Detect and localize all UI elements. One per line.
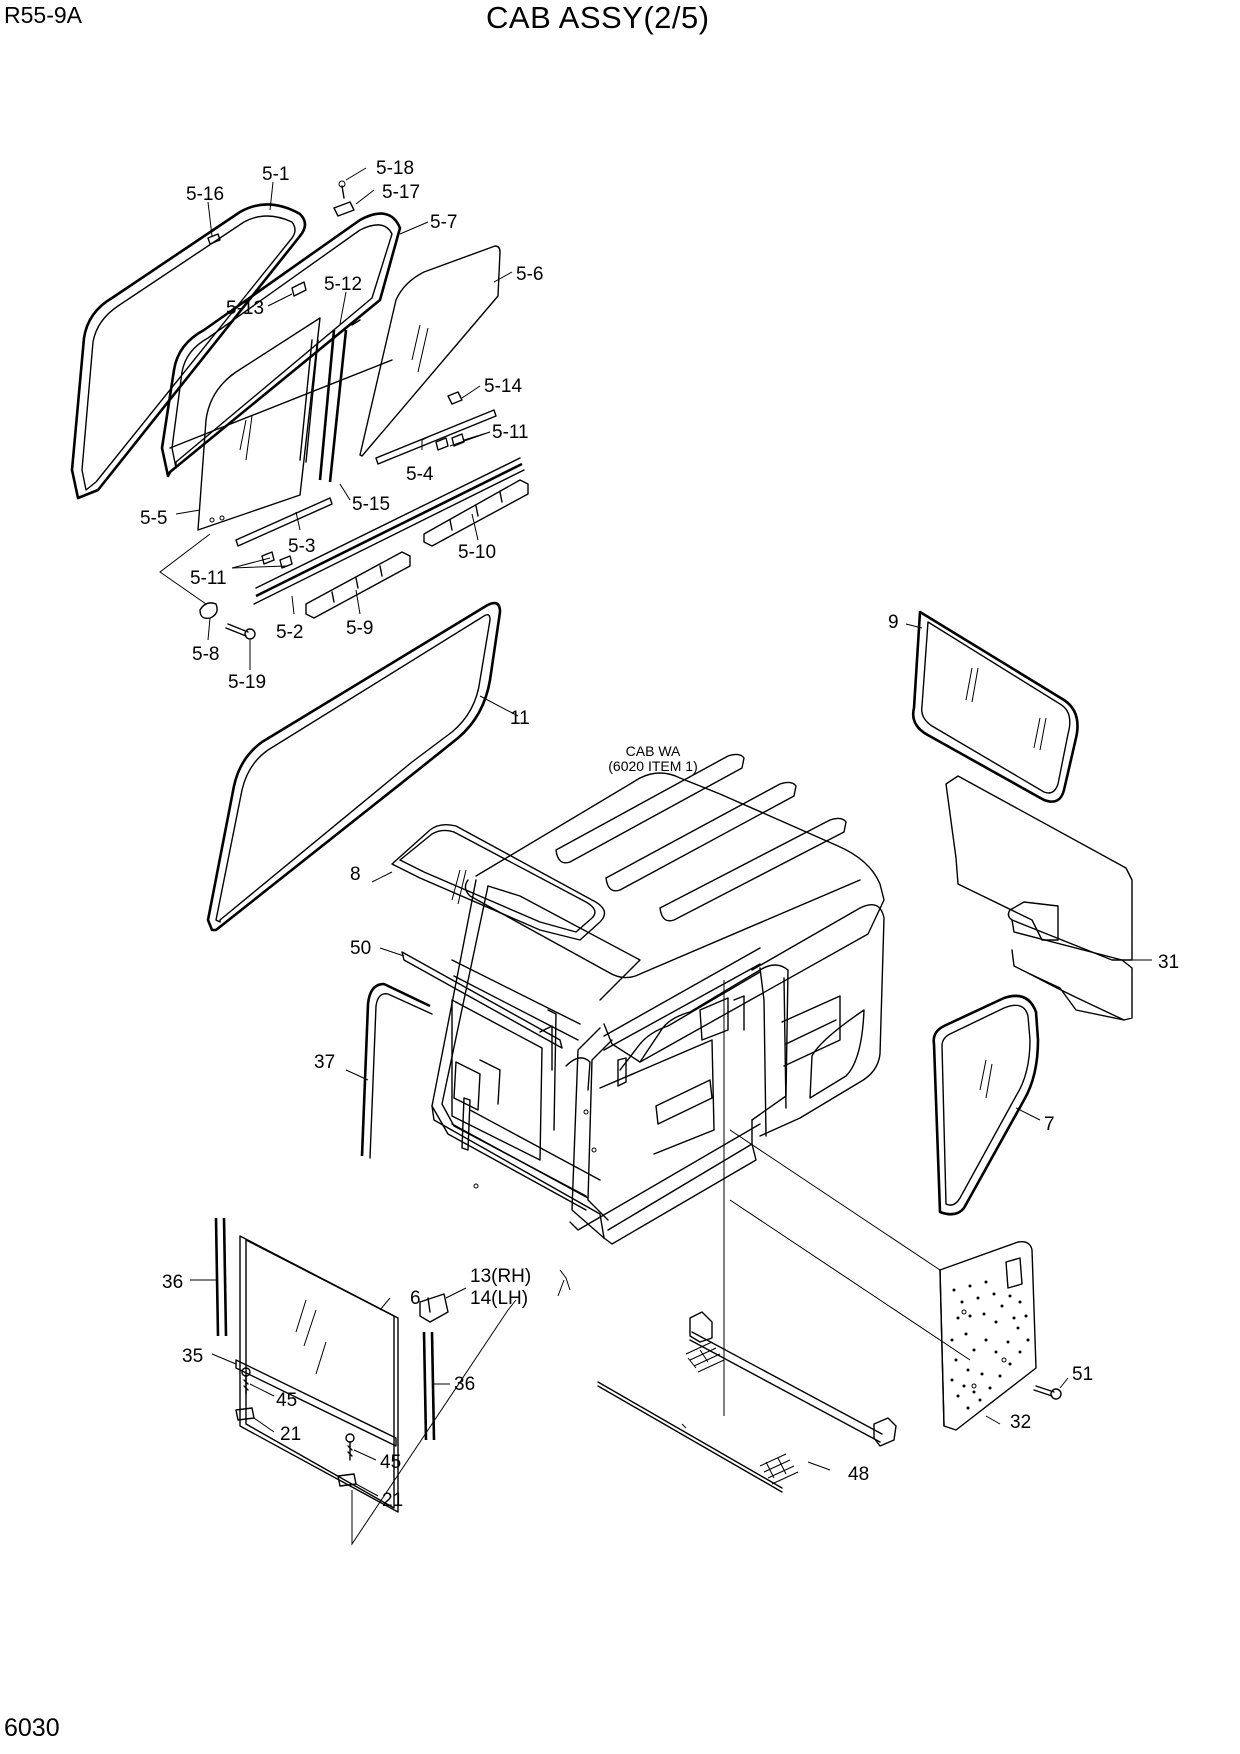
callout-21-a: 21: [280, 1424, 301, 1445]
callout-37: 37: [314, 1052, 335, 1073]
mat-grip-pattern-b: [759, 1453, 799, 1485]
callout-5-6: 5-6: [516, 264, 543, 285]
part-48-floor-mat: [597, 980, 971, 1493]
callout-7: 7: [1044, 1114, 1055, 1135]
callout-50: 50: [350, 938, 371, 959]
part-5-18-screw: [338, 180, 346, 199]
part-51-screw: [1033, 1377, 1069, 1400]
cab-reference-note: CAB WA (6020 ITEM 1): [608, 743, 697, 774]
part-31-rear-panel: [945, 775, 1152, 1021]
part-5-11-sliders-lower: [261, 551, 293, 569]
callout-5-11-lower: 5-11: [190, 568, 227, 589]
callout-5-19: 5-19: [228, 672, 266, 693]
part-5-7-window-frame-inner: [160, 212, 402, 478]
part-5-9-bracket: [305, 551, 411, 619]
part-5-8-latch: [199, 602, 218, 620]
cab-note-line1: CAB WA: [626, 743, 681, 759]
callout-5-9: 5-9: [346, 618, 373, 639]
callout-48: 48: [848, 1464, 869, 1485]
callout-labels: 5-1 5-16 5-18 5-17 5-7 5-6 5-13 5-12 5-1…: [140, 158, 1179, 1511]
part-5-5-glass-sliding: [197, 317, 321, 531]
part-5-6-glass-fixed: [359, 245, 501, 457]
callout-11: 11: [510, 708, 530, 729]
part-36-seal-right: [422, 1331, 450, 1441]
panel-dot-pattern: [950, 1280, 1030, 1410]
part-32-insulation-panel: [939, 1240, 1037, 1431]
callout-31: 31: [1158, 952, 1179, 973]
callout-13-rh: 13(RH): [470, 1266, 531, 1287]
callout-51: 51: [1072, 1364, 1093, 1385]
leader-lines-lower-left: [351, 1299, 517, 1546]
part-37-weatherstrip: [345, 982, 433, 1159]
callout-5-17: 5-17: [382, 182, 420, 203]
callout-5-13: 5-13: [226, 298, 264, 319]
callout-5-16: 5-16: [186, 184, 224, 205]
part-11-window-seal: [206, 601, 519, 932]
part-5-3-rail-lower: [235, 497, 333, 547]
page-title: CAB ASSY(2/5): [486, 0, 710, 35]
callout-36-left: 36: [162, 1272, 183, 1293]
part-5-4-rail-upper: [375, 409, 497, 465]
cab-note-line2: (6020 ITEM 1): [608, 758, 697, 774]
model-code: R55-9A: [4, 2, 82, 28]
callout-35: 35: [182, 1346, 203, 1367]
part-5-13-stopper: [291, 281, 307, 297]
callout-5-15: 5-15: [352, 494, 390, 515]
part-7-door-glass: [932, 994, 1041, 1216]
part-21-nut-a: [235, 1407, 275, 1433]
part-5-1-window-frame: [70, 203, 307, 500]
part-50-bar: [379, 947, 563, 1049]
part-5-11-sliders-upper: [435, 433, 465, 451]
part-45-screw-a: [241, 1367, 275, 1397]
part-13-14-bracket: [419, 1269, 571, 1323]
callout-5-1: 5-1: [262, 164, 289, 185]
part-5-15-seal: [299, 339, 319, 463]
callout-5-18: 5-18: [376, 158, 414, 179]
callout-5-14: 5-14: [484, 376, 522, 397]
callout-32: 32: [1010, 1412, 1031, 1433]
part-5-14-block: [447, 391, 463, 405]
part-36-seal-left: [190, 1217, 228, 1337]
callout-5-10: 5-10: [458, 542, 496, 563]
part-5-10-bracket: [423, 479, 529, 547]
part-5-19-bolt: [225, 623, 256, 640]
cab-frame: [431, 753, 885, 1245]
part-9-side-glass: [905, 610, 1079, 803]
part-5-17-block: [333, 201, 355, 217]
callout-6: 6: [410, 1288, 421, 1309]
callout-5-4: 5-4: [406, 464, 434, 485]
mat-grip-pattern-a: [685, 1341, 725, 1373]
part-5-12-vertical-seal: [318, 319, 361, 483]
callout-21-b: 21: [382, 1490, 403, 1511]
leader-lines-window-group: [159, 167, 513, 670]
callout-45-a: 45: [276, 1390, 297, 1411]
callout-5-8: 5-8: [192, 644, 219, 665]
page-number: 6030: [4, 1714, 60, 1742]
callout-8: 8: [350, 864, 361, 885]
callout-5-12: 5-12: [324, 274, 362, 295]
callout-5-5: 5-5: [140, 508, 167, 529]
part-45-screw-b: [345, 1433, 377, 1461]
callout-5-3: 5-3: [288, 536, 315, 557]
callout-9: 9: [888, 612, 899, 633]
part-5-2-track: [253, 457, 525, 605]
callout-5-2: 5-2: [276, 622, 303, 643]
part-21-nut-b: [337, 1473, 379, 1497]
part-5-16-clip: [207, 233, 221, 245]
callout-36-right: 36: [454, 1374, 475, 1395]
callout-5-7: 5-7: [430, 212, 457, 233]
callout-14-lh: 14(LH): [470, 1288, 528, 1309]
part-8-upper-front-glass: [371, 823, 606, 941]
callout-45-b: 45: [380, 1452, 401, 1473]
callout-5-11-upper: 5-11: [492, 422, 529, 443]
part-35-lower-rail: [211, 1353, 397, 1447]
